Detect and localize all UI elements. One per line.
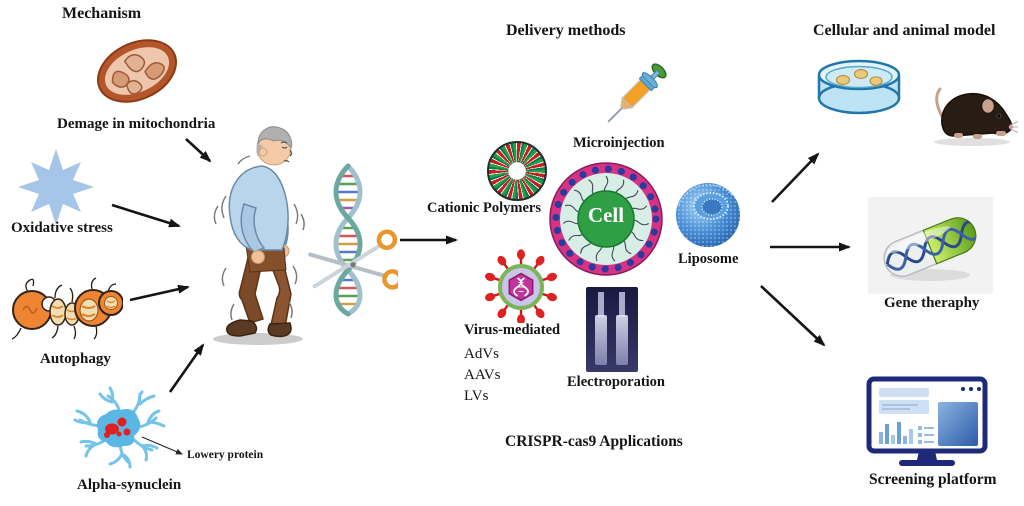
delivery-title: Delivery methods bbox=[506, 22, 626, 39]
cell-icon bbox=[548, 161, 664, 277]
virus-type-advs: AdVs bbox=[464, 346, 500, 362]
arrow-lowery-pointer bbox=[141, 436, 183, 455]
cuvette-left bbox=[595, 292, 607, 365]
mitochondria-label: Demage in mitochondria bbox=[57, 116, 216, 132]
syringe-icon bbox=[590, 53, 680, 145]
monitor-icon bbox=[866, 376, 988, 468]
virus-icon bbox=[483, 247, 559, 323]
patient-icon bbox=[200, 118, 315, 348]
virus-type-aavs: AAVs bbox=[464, 367, 501, 383]
crispr-caption: CRISPR-cas9 Applications bbox=[505, 433, 683, 450]
arrow-oxidative-to-patient bbox=[111, 203, 181, 228]
liposome-icon bbox=[673, 180, 743, 250]
cell-label: Cell bbox=[587, 203, 625, 227]
electroporation-photo bbox=[586, 287, 638, 372]
cuvette-right bbox=[616, 292, 628, 365]
outcomes-title: Cellular and animal model bbox=[813, 22, 996, 39]
autophagy-icon bbox=[8, 268, 123, 352]
dna-scissors-icon bbox=[298, 162, 398, 317]
mechanism-title: Mechanism bbox=[62, 5, 142, 22]
cationic-polymer-icon bbox=[487, 141, 547, 201]
arrow-to-screening bbox=[760, 285, 826, 347]
arrow-to-cell-animal-model bbox=[771, 152, 820, 203]
gene-therapy-label: Gene theraphy bbox=[884, 295, 980, 311]
capsule-icon bbox=[868, 197, 993, 294]
alpha-synuclein-label: Alpha-synuclein bbox=[77, 477, 182, 493]
autophagy-label: Autophagy bbox=[40, 351, 111, 367]
lowery-protein-label: Lowery protein bbox=[187, 449, 264, 461]
mitochondria-icon bbox=[92, 27, 182, 115]
arrow-synuclein-to-patient bbox=[168, 343, 205, 393]
virus-label: Virus-mediated bbox=[464, 322, 561, 338]
liposome-label: Liposome bbox=[678, 251, 739, 267]
virus-type-lvs: LVs bbox=[464, 388, 489, 404]
screening-label: Screening platform bbox=[869, 471, 997, 488]
arrow-mitochondria-to-patient bbox=[185, 138, 212, 163]
arrow-autophagy-to-patient bbox=[129, 284, 190, 302]
neuron-icon bbox=[68, 376, 178, 476]
microinjection-label: Microinjection bbox=[573, 135, 665, 151]
petri-dish-icon bbox=[813, 52, 905, 126]
oxidative-star-icon bbox=[16, 147, 96, 225]
cationic-label: Cationic Polymers bbox=[427, 200, 541, 216]
oxidative-label: Oxidative stress bbox=[11, 220, 113, 236]
electroporation-label: Electroporation bbox=[567, 374, 665, 390]
mouse-icon bbox=[918, 72, 1018, 152]
